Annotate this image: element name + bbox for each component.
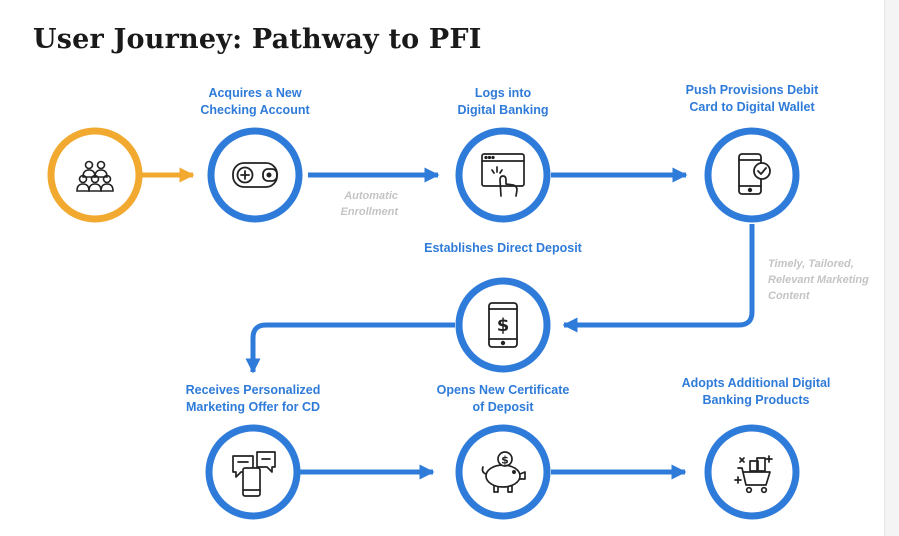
step-marketing-offer-node (205, 424, 301, 520)
arrow-deposit-to-offer (245, 322, 455, 374)
phone-check-icon (738, 153, 771, 195)
step-label-direct-deposit: Establishes Direct Deposit (424, 241, 582, 255)
step-certificate-node: $ (455, 424, 551, 520)
wallet-icon (232, 162, 278, 188)
tablet-dollar-icon: $ (488, 302, 518, 348)
browser-click-icon (481, 153, 525, 197)
step-start-node (47, 127, 143, 223)
step-checking-account-node (207, 127, 303, 223)
piggy-bank-icon: $ (481, 451, 526, 493)
shopping-cart-icon (734, 455, 773, 494)
right-edge-panel (884, 0, 899, 536)
svg-text:$: $ (497, 315, 510, 336)
step-additional-products-node (704, 424, 800, 520)
people-group-icon (76, 160, 114, 192)
step-digital-banking-node (455, 127, 551, 223)
chat-phone-icon (232, 451, 276, 497)
step-direct-deposit-node: $ (455, 277, 551, 373)
step-digital-wallet-node (704, 127, 800, 223)
page-title: User Journey: Pathway to PFI (33, 24, 482, 55)
svg-text:$: $ (501, 454, 509, 467)
arrow-wallet-to-deposit (562, 224, 755, 333)
